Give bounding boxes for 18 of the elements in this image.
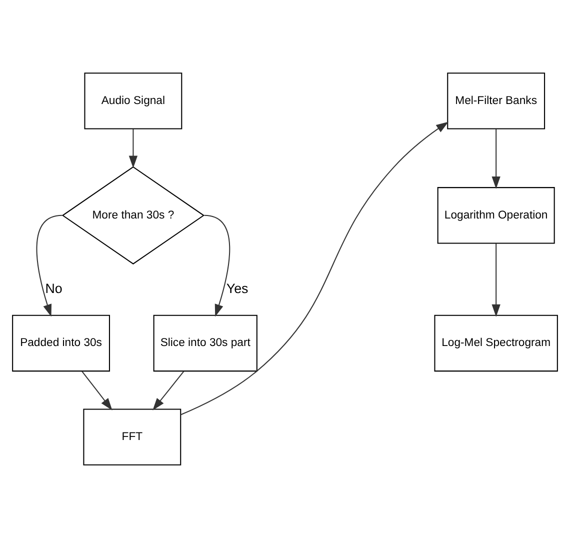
edge-label: Yes [226, 281, 248, 296]
node-box: Log-Mel Spectrogram [434, 314, 558, 372]
arrow [204, 214, 230, 317]
node-box: Audio Signal [84, 72, 182, 130]
arrow [492, 128, 500, 189]
arrow [128, 128, 138, 168]
arrow [82, 370, 112, 410]
node-diamond: More than 30s ? [62, 166, 205, 264]
edge-label: No [45, 281, 62, 296]
node-box: Logarithm Operation [437, 187, 555, 244]
arrow [36, 214, 62, 317]
arrow [180, 122, 449, 416]
node-box: Padded into 30s [12, 314, 110, 372]
node-box: FFT [83, 408, 182, 466]
node-box: Mel-Filter Banks [447, 72, 546, 130]
node-box: Slice into 30s part [153, 314, 258, 372]
arrow [152, 370, 184, 410]
arrow [492, 243, 500, 317]
